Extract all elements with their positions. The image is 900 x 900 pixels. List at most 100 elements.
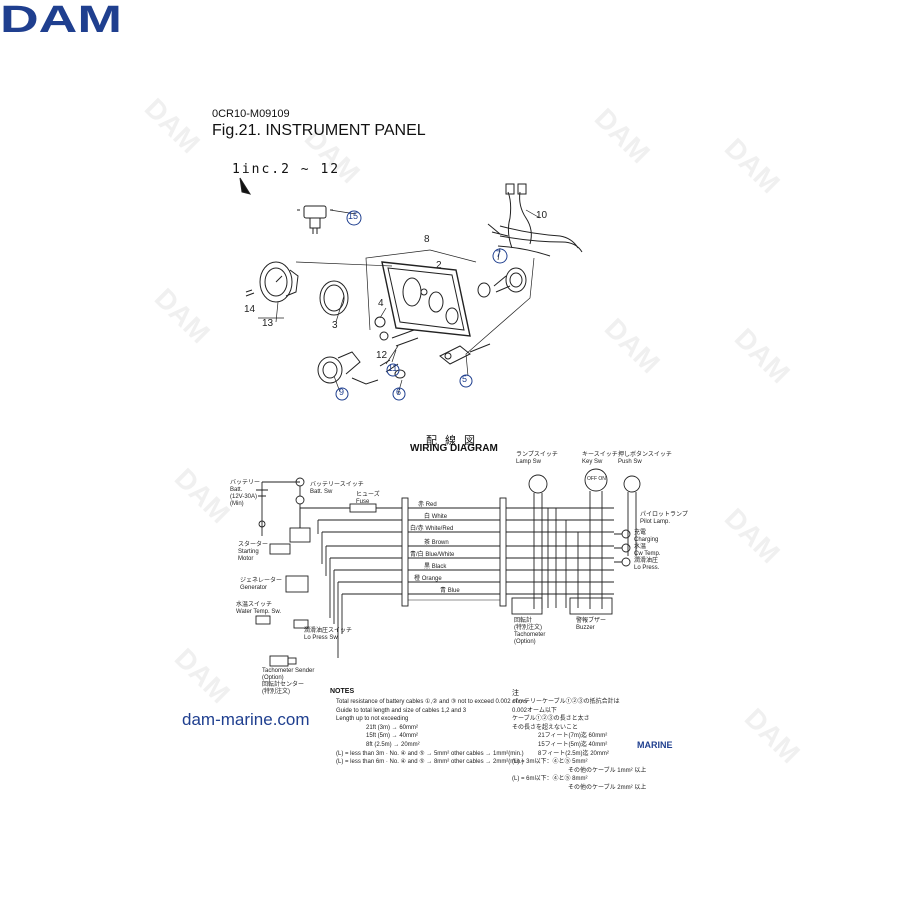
part-label: 13 (262, 318, 274, 329)
callout-circle (386, 363, 400, 377)
indicator-en: Charging (634, 537, 659, 543)
site-link[interactable]: dam-marine.com (182, 710, 310, 729)
generator-en: Generator (240, 585, 268, 591)
part-label: 5 (462, 374, 468, 384)
indicator-en: Lo Press. (634, 565, 660, 571)
battery-rating: (12V-30A) (230, 494, 258, 500)
battery-switch-jp: バッテリースイッチ (310, 482, 364, 488)
wire-en: Brown (431, 540, 449, 546)
push-switch-en: Push Sw (618, 459, 642, 465)
tacho-sender-option: (Option) (262, 675, 284, 681)
tachometer-en: Tachometer (514, 632, 546, 638)
wire-en: White/Red (425, 526, 454, 532)
buzzer-jp: 警報ブザー (576, 618, 607, 624)
note-line-jp: 15フィート(5m)迄 40mm² (538, 741, 608, 748)
wire-en: Blue (447, 588, 460, 594)
note-line-jp: その他のケーブル 1mm² 以上 (568, 767, 647, 774)
wire-label: 橙 Orange (414, 576, 442, 583)
water-temp-switch-symbol (255, 615, 271, 625)
buzzer-label: 警報ブザー Buzzer (576, 618, 606, 632)
part-label: 10 (536, 210, 548, 221)
part-label: 11 (388, 363, 398, 373)
note-line: (L) = less than 3m · No. ④ and ⑤ → 5mm² … (336, 750, 524, 757)
lamp-switch-symbol (528, 474, 548, 494)
wiring-title-en: WIRING DIAGRAM (410, 443, 498, 454)
wire-jp: 橙 (414, 576, 421, 582)
wire-label: 赤 Red (418, 502, 437, 509)
wire-en: White (431, 514, 448, 520)
ring-part (319, 280, 349, 316)
direction-arrow-icon (239, 177, 252, 195)
lamp-switch-en: Lamp Sw (516, 459, 542, 465)
key-switch-en: Key Sw (582, 459, 603, 465)
fuse-en: Fuse (356, 499, 370, 505)
tachometer-label: 回転計 (特別注文) Tachometer (Option) (514, 618, 545, 646)
battery-switch-en: Batt. Sw (310, 489, 333, 495)
indicator-jp: 潤滑油圧 (634, 558, 659, 564)
tachometer-option: (Option) (514, 639, 536, 645)
push-switch-label: 押しボタンスイッチ Push Sw (618, 452, 672, 466)
part-label: 8 (424, 234, 430, 245)
figure-title: Fig.21. INSTRUMENT PANEL (212, 122, 426, 139)
note-line-jp: ケーブル①②③の長さと太さ (512, 716, 590, 723)
note-line-jp: 0.002オーム以下 (512, 707, 557, 714)
wire-label: 青/白 Blue/White (410, 552, 454, 559)
part-label: 12 (376, 350, 388, 361)
note-line: Length up to not exceeding (336, 716, 409, 723)
note-line: 15ft (5m) → 40mm² (366, 733, 419, 740)
note-line: (L) = less than 6m · No. ④ and ⑤ → 8mm² … (336, 759, 524, 766)
tacho-sender-symbol (269, 655, 289, 667)
part-label: 15 (348, 211, 359, 221)
battery-label-en: Batt. (230, 487, 243, 493)
tacho-sender-jp-option: (特別注文) (262, 689, 290, 695)
battery-min: (Min) (230, 501, 244, 507)
generator-jp: ジェネレーター (240, 578, 283, 584)
wire-harness-part (487, 183, 583, 257)
callout-circle (459, 374, 473, 388)
note-line: 21ft (3m) → 60mm² (366, 724, 419, 731)
generator-symbol (285, 575, 309, 593)
note-line-jp: 21フィート(7m)迄 60mm² (538, 733, 608, 740)
generator-label: ジェネレーター Generator (240, 578, 282, 592)
fuse-label: ヒューズ Fuse (356, 492, 380, 506)
key-positions: OFF ON (587, 476, 606, 482)
wire-label: 青 Blue (440, 588, 460, 595)
dam-logo-text: DAM (0, 0, 122, 36)
wire-en: Red (425, 502, 437, 508)
water-temp-switch-en: Water Temp. Sw. (236, 609, 282, 615)
push-switch-jp: 押しボタンスイッチ (618, 452, 672, 458)
note-line-jp: (L) = 6m以下：④と⑤ 8mm² (512, 776, 588, 783)
doc-code: 0CR10-M09109 (212, 108, 290, 120)
lamp-switch-label: ランプスイッチ Lamp Sw (516, 452, 558, 466)
key-switch-symbol (584, 468, 608, 492)
part-label: 6 (396, 387, 402, 397)
water-temp-switch-label: 水温スイッチ Water Temp. Sw. (236, 602, 281, 616)
connector-right (499, 497, 507, 607)
wire-jp: 白 (424, 514, 431, 520)
wire-jp: 白/赤 (410, 526, 424, 532)
indicator-en: Cw Temp. (634, 551, 661, 557)
battery-symbol (256, 482, 268, 536)
dam-logo-sub: MARINE (637, 740, 673, 750)
dam-logo: DAM (0, 0, 122, 36)
tachometer-jp: 回転計 (514, 618, 533, 624)
wire-en: Orange (421, 576, 442, 582)
wire-label: 白/赤 White/Red (410, 526, 453, 533)
wire-label: 黒 Black (424, 564, 446, 571)
pilot-lamp-temp (621, 543, 631, 553)
key-switch-label: キースイッチ Key Sw (582, 452, 618, 466)
pilot-lamp-press (621, 557, 631, 567)
included-note: 1inc.2 ~ 12 (232, 162, 341, 177)
wire-en: Black (431, 564, 447, 570)
starter-symbol (289, 527, 311, 543)
callout-circle (335, 387, 349, 401)
push-switch-symbol (623, 475, 641, 493)
pilot-lamp-en: Pilot Lamp. (640, 519, 671, 525)
notes-en: Total resistance of battery cables ①,② a… (336, 698, 527, 767)
instrument-panel-plate (381, 261, 471, 337)
switch-part (439, 343, 491, 365)
